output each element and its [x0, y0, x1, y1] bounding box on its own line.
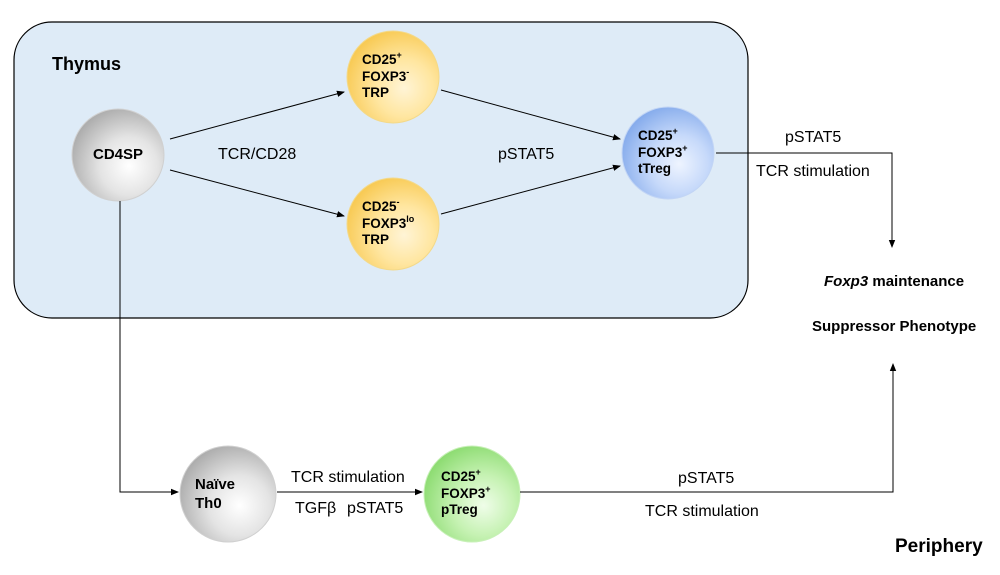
- ttreg-cd25: CD25: [638, 127, 673, 143]
- tcr-stim-bottom-label: TCR stimulation: [645, 503, 759, 520]
- ptreg-name: pTreg: [441, 502, 478, 518]
- trp-top-cd25: CD25: [362, 51, 397, 67]
- pstat5-bottom-label: pSTAT5: [678, 470, 735, 487]
- trp-bottom-cd25-sup: -: [396, 196, 400, 207]
- trp-top-foxp3: FOXP3: [362, 68, 407, 84]
- tgfb-label: TGFβ: [295, 500, 337, 517]
- trp-bottom-cell-shape: [346, 177, 440, 271]
- ttreg-foxp3: FOXP3: [638, 144, 683, 160]
- naive-line2: Th0: [195, 495, 222, 512]
- arrow-cd4sp-to-naive: [119, 201, 179, 496]
- cd4sp-label: CD4SP: [92, 145, 144, 163]
- thymus-region: [13, 21, 749, 319]
- arrow-cd4sp-to-trp-top: [169, 90, 345, 140]
- cd4sp-cell: CD4SP: [72, 109, 164, 201]
- trp-top-name: TRP: [362, 85, 389, 101]
- naive-line1: Naïve: [195, 475, 236, 493]
- ptreg-cell: CD25+ FOXP3+ pTreg: [441, 454, 521, 534]
- tcr-cd28-label: TCR/CD28: [218, 146, 297, 163]
- ptreg-cd25-sup: +: [475, 466, 481, 477]
- ttreg-name: tTreg: [638, 161, 672, 177]
- periphery-label: Periphery: [895, 536, 983, 557]
- arrow-trp-bottom-to-ttreg: [440, 164, 621, 215]
- ptreg-cd25: CD25: [441, 468, 476, 484]
- trp-top-cell-shape: [346, 30, 440, 124]
- trp-bottom-name: TRP: [362, 232, 389, 248]
- foxp3-maintenance-label: Foxp3 maintenance: [824, 273, 964, 290]
- ptreg-foxp3-sup: +: [485, 483, 491, 494]
- trp-bottom-cd25: CD25: [362, 198, 397, 214]
- ttreg-cd25-sup: +: [672, 125, 678, 136]
- naive-cell: Naïve Th0: [195, 456, 275, 532]
- cd4sp-cell-shape: [71, 108, 165, 202]
- trp-top-cd25-sup: +: [396, 49, 402, 60]
- ptreg-cell-shape: [423, 445, 521, 543]
- tcr-stim-right-label: TCR stimulation: [756, 163, 870, 180]
- trp-top-foxp3-sup: -: [406, 66, 410, 77]
- arrow-ptreg-to-phenotype: [520, 363, 897, 493]
- thymus-label: Thymus: [52, 54, 122, 74]
- maintenance-label: maintenance: [868, 273, 965, 290]
- pstat5-right-label: pSTAT5: [785, 129, 842, 146]
- trp-bottom-cell: CD25- FOXP3lo TRP: [362, 184, 442, 264]
- suppressor-phenotype-label: Suppressor Phenotype: [812, 318, 977, 335]
- trp-top-cell: CD25+ FOXP3- TRP: [362, 37, 442, 117]
- tcr-stim-naive-label: TCR stimulation: [291, 469, 405, 486]
- trp-bottom-foxp3: FOXP3: [362, 215, 407, 231]
- arrow-cd4sp-to-trp-bottom: [169, 169, 345, 218]
- arrow-ttreg-to-maintenance: [716, 152, 896, 248]
- naive-cell-shape: [179, 445, 277, 543]
- foxp3-gene-label: Foxp3: [824, 273, 869, 290]
- trp-bottom-foxp3-sup: lo: [406, 213, 415, 224]
- pstat5-naive-label: pSTAT5: [347, 500, 404, 517]
- ptreg-foxp3: FOXP3: [441, 485, 486, 501]
- pstat5-thymus-label: pSTAT5: [498, 146, 555, 163]
- ttreg-foxp3-sup: +: [682, 142, 688, 153]
- ttreg-cell-shape: [621, 106, 715, 200]
- ttreg-cell: CD25+ FOXP3+ tTreg: [638, 113, 718, 193]
- arrow-trp-top-to-ttreg: [440, 89, 621, 141]
